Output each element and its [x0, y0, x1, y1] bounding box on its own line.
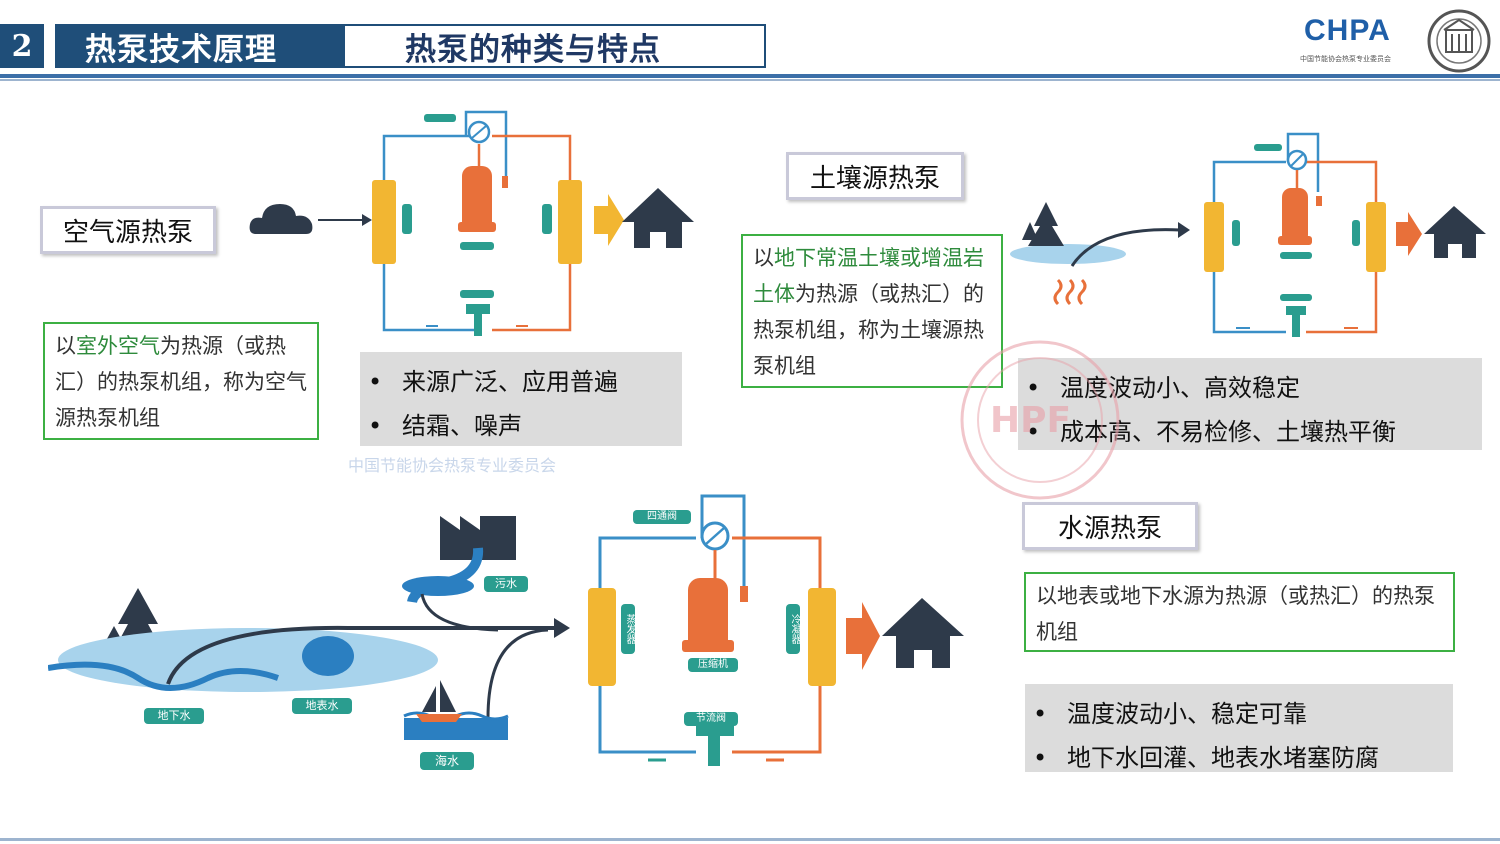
- header-divider: [0, 74, 1500, 78]
- section-number: 2: [0, 24, 44, 68]
- soil-source-description: 以地下常温土壤或增温岩土体为热源（或热汇）的热泵机组，称为土壤源热泵机组: [741, 234, 1003, 388]
- chpa-logo-subtext: 中国节能协会热泵专业委员会: [1300, 55, 1391, 63]
- water-source-description: 以地表或地下水源为热源（或热汇）的热泵机组: [1024, 572, 1455, 652]
- water-source-cycle-diagram: [588, 494, 964, 766]
- section-title: 热泵技术原理: [55, 24, 343, 68]
- feature-item: 温度波动小、稳定可靠: [1033, 692, 1445, 736]
- header-divider-thin: [0, 79, 1500, 81]
- feature-item: 地下水回灌、地表水堵塞防腐: [1033, 736, 1445, 780]
- surface-water-label: 地表水: [292, 698, 352, 714]
- air-source-cycle-diagram: [372, 110, 694, 336]
- footer-divider: [0, 838, 1500, 841]
- feature-item: 结霜、噪声: [368, 404, 674, 448]
- sewage-label: 污水: [484, 576, 528, 592]
- air-source-description: 以室外空气为热源（或热汇）的热泵机组，称为空气源热泵机组: [43, 322, 319, 440]
- air-source-label: 空气源热泵: [40, 206, 216, 254]
- groundwater-label: 地下水: [144, 708, 204, 724]
- soil-source-cycle-diagram: [1204, 132, 1486, 337]
- soil-scene-illustration: [1010, 202, 1190, 306]
- university-emblem-icon: [1427, 9, 1491, 73]
- feature-item: 来源广泛、应用普遍: [368, 360, 674, 404]
- air-flow-arrow: [318, 214, 372, 226]
- water-source-label: 水源热泵: [1022, 502, 1198, 550]
- condenser-label: 冷凝器: [786, 604, 800, 654]
- water-scene-illustration: [48, 516, 570, 740]
- soil-source-features: 温度波动小、高效稳定 成本高、不易检修、土壤热平衡: [1018, 358, 1482, 450]
- hpf-stamp-watermark: [960, 340, 1120, 500]
- throttle-valve-label: 节流阀: [684, 712, 738, 726]
- page-title: 热泵的种类与特点: [343, 24, 766, 68]
- cloud-icon: [249, 204, 313, 234]
- four-way-valve-label: 四通阀: [633, 510, 691, 524]
- hpf-stamp-text: HPF: [990, 400, 1072, 441]
- compressor-label: 压缩机: [688, 658, 738, 672]
- water-source-features: 温度波动小、稳定可靠 地下水回灌、地表水堵塞防腐: [1025, 684, 1453, 772]
- chpa-logo: CHPA: [1304, 14, 1391, 47]
- feature-item: 温度波动小、高效稳定: [1026, 366, 1474, 410]
- soil-source-label: 土壤源热泵: [786, 152, 964, 200]
- seawater-label: 海水: [420, 752, 474, 770]
- evaporator-label: 蒸发器: [621, 604, 635, 654]
- air-source-features: 来源广泛、应用普遍 结霜、噪声: [360, 352, 682, 446]
- watermark-text: 中国节能协会热泵专业委员会: [348, 456, 557, 475]
